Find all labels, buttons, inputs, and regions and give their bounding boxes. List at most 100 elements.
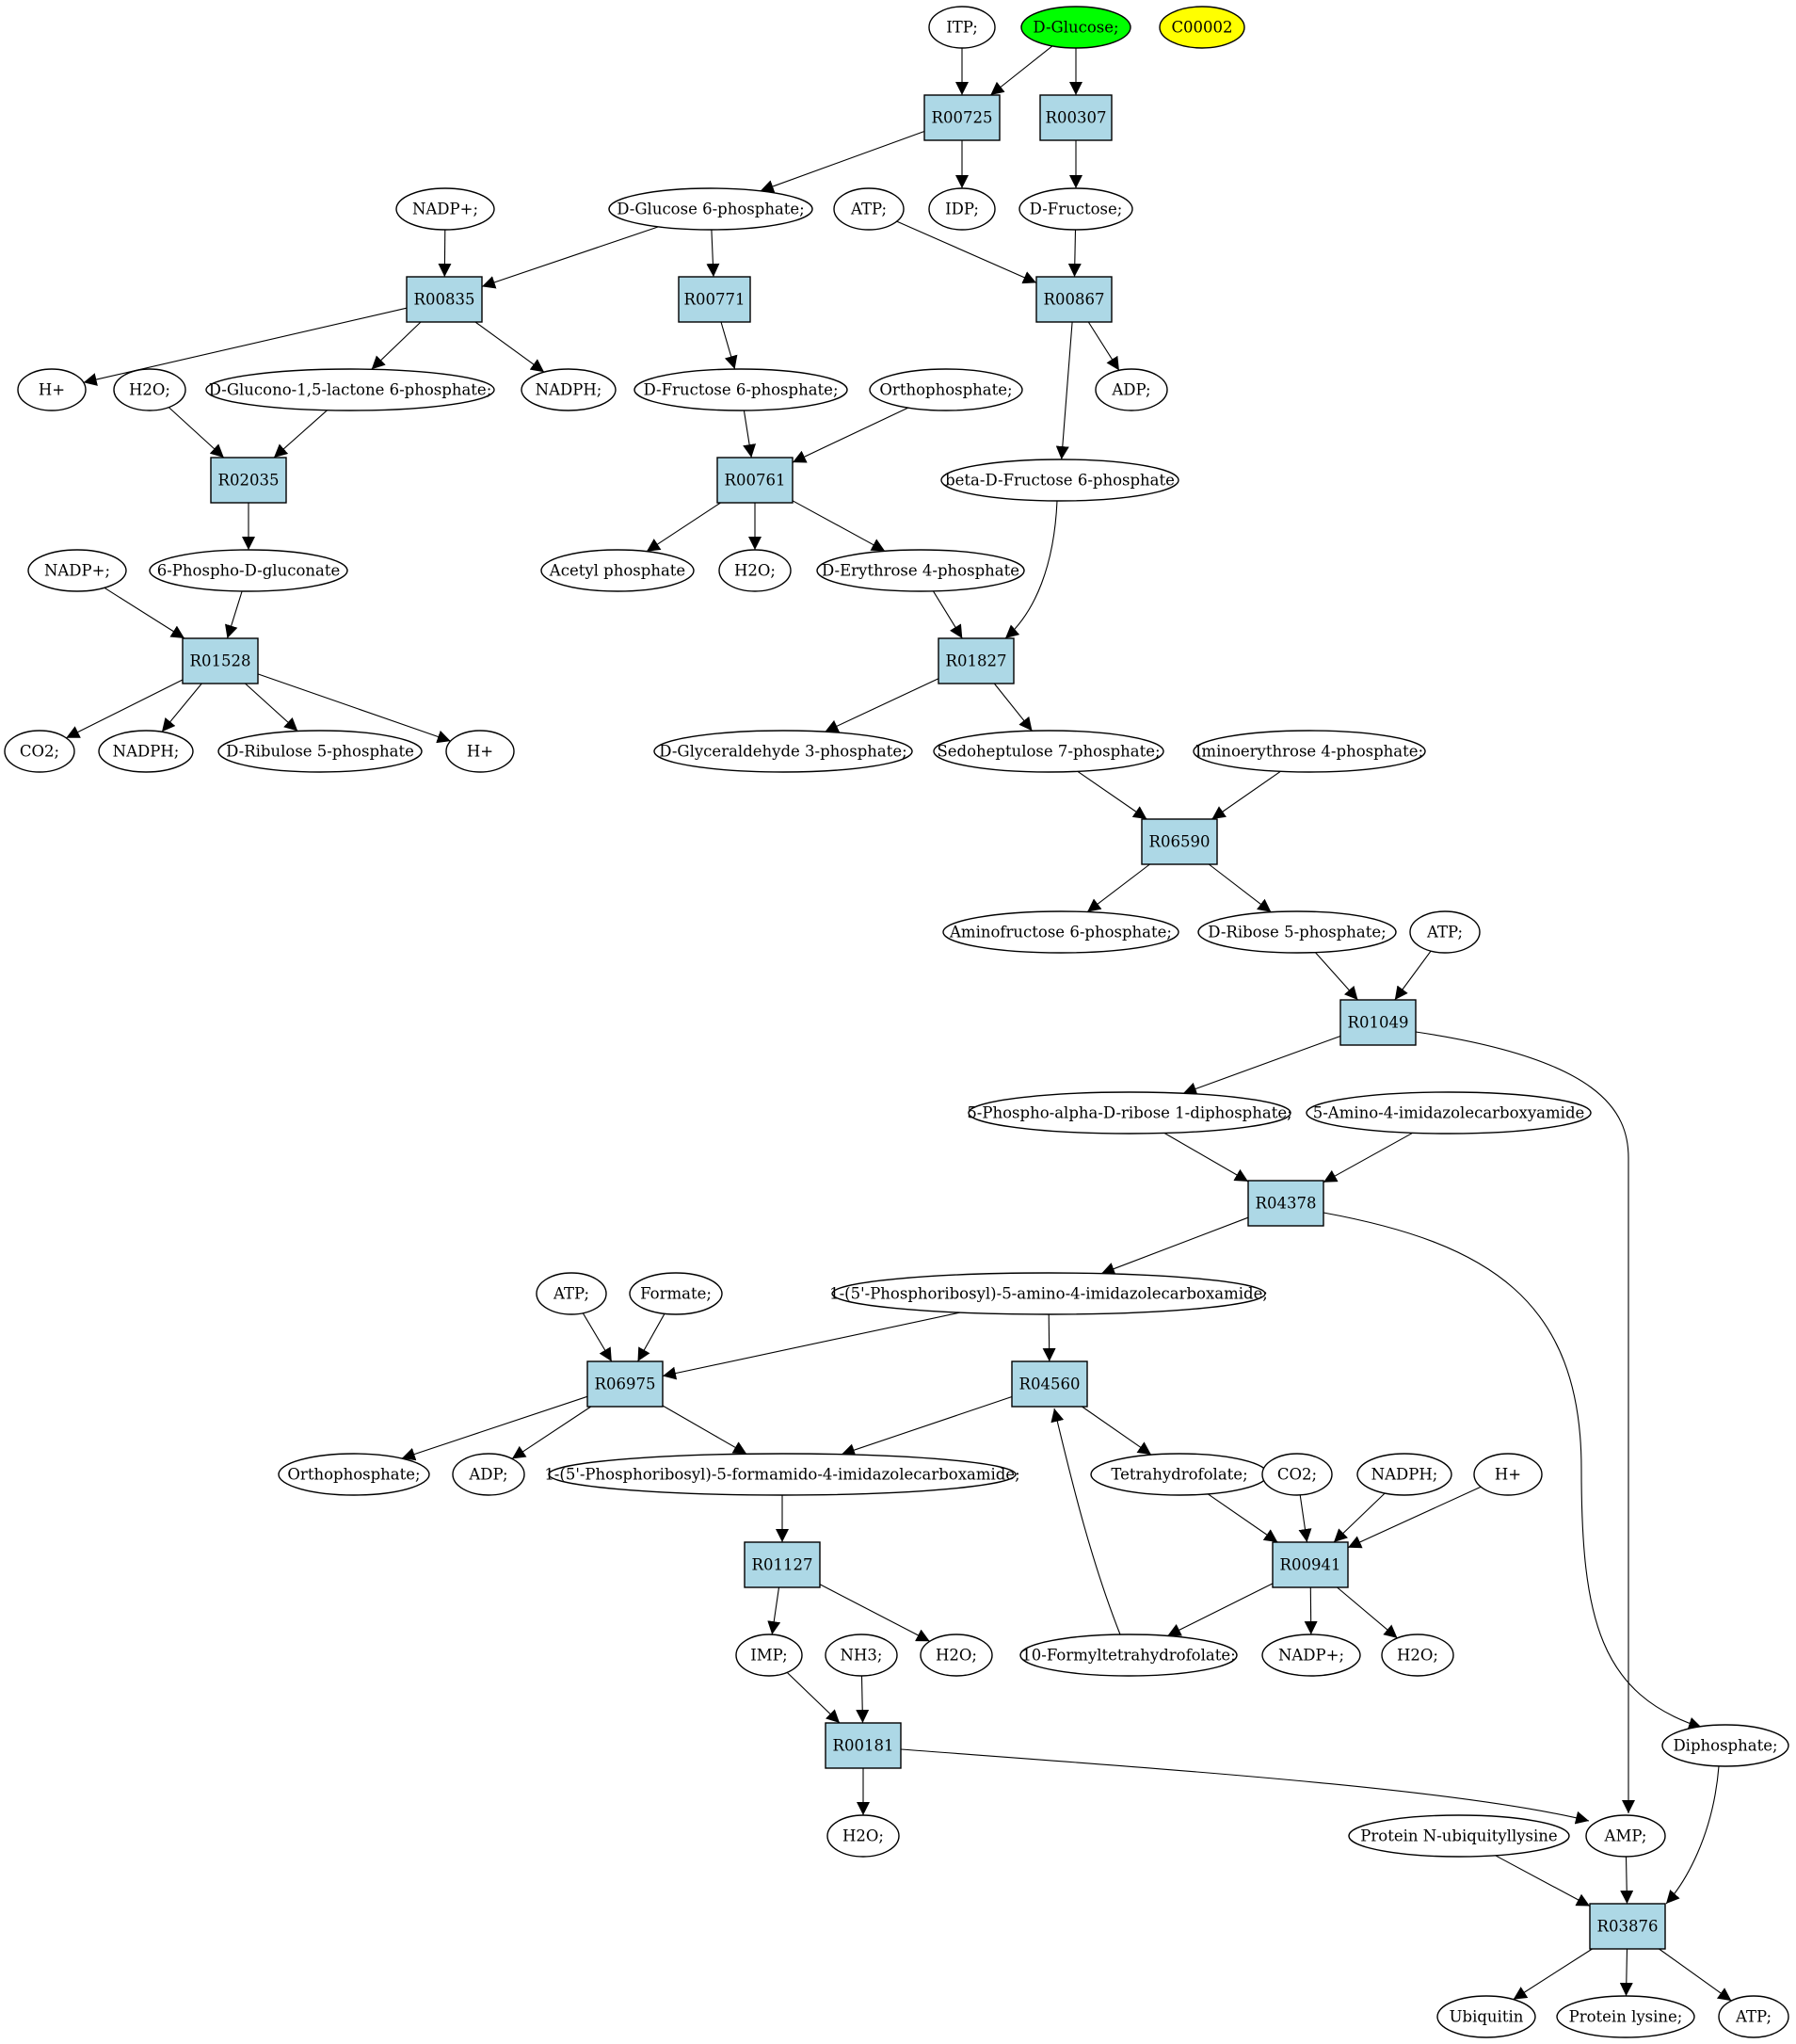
- compound-ellipse: [452, 1453, 525, 1496]
- edge-f6p-to-r00761: [743, 410, 757, 459]
- compound-ellipse: [1018, 187, 1133, 231]
- edge-r00835-to-nadph1: [474, 321, 545, 373]
- edge-r00761-to-e4p: [792, 500, 886, 552]
- node-label: H2O;: [734, 562, 776, 580]
- compound-ellipse: [205, 368, 495, 411]
- reaction-box: [1272, 1541, 1349, 1588]
- edge-dfru-to-r00867: [1067, 229, 1082, 278]
- edge-r06590-to-r5p: [1208, 863, 1272, 913]
- compound-node-nh3: NH3;: [825, 1634, 898, 1677]
- node-label: ATP;: [1735, 2008, 1772, 2026]
- edge-r01049-to-prpp: [1182, 1035, 1341, 1096]
- compound-node-e4p: D-Erythrose 4-phosphate: [816, 549, 1025, 592]
- compound-node-gap: D-Glyceraldehyde 3-phosphate;: [653, 730, 913, 773]
- edge-ie4p-to-r06590: [1211, 770, 1281, 820]
- reaction-box: [1589, 1903, 1666, 1950]
- compound-ellipse: [536, 1272, 607, 1315]
- compound-node-ie4p: Iminoerythrose 4-phosphate;: [1193, 730, 1426, 773]
- compound-ellipse: [1193, 730, 1426, 773]
- edge-r00725-to-g6p: [760, 130, 925, 193]
- node-label: 6-Phospho-D-gluconate: [157, 562, 341, 580]
- edge-atp2-to-r01049: [1394, 950, 1432, 1001]
- edge-prpp-to-r04378: [1163, 1133, 1249, 1183]
- compound-ellipse: [942, 910, 1179, 954]
- node-label: ITP;: [946, 19, 978, 37]
- edge-imp-to-r00181: [786, 1672, 841, 1724]
- node-label: 10-Formyltetrahydrofolate;: [1021, 1647, 1235, 1665]
- node-label: Sedoheptulose 7-phosphate;: [937, 743, 1160, 761]
- compound-node-co22: CO2;: [1261, 1453, 1333, 1496]
- node-label: R00761: [725, 472, 786, 490]
- compound-ellipse: [633, 368, 848, 411]
- compound-ellipse: [653, 730, 913, 773]
- compound-node-prpp: 5-Phospho-alpha-D-ribose 1-diphosphate;: [967, 1091, 1292, 1135]
- compound-node-plys: Protein lysine;: [1556, 1995, 1695, 2038]
- compound-node-amp: AMP;: [1585, 1814, 1666, 1858]
- compound-ellipse: [1306, 1091, 1592, 1135]
- compound-ellipse: [968, 1091, 1291, 1135]
- compound-ellipse: [869, 368, 1023, 411]
- node-label: Protein lysine;: [1569, 2008, 1683, 2026]
- node-label: D-Ribose 5-phosphate;: [1208, 924, 1386, 942]
- reaction-node-r00181: R00181: [825, 1722, 902, 1769]
- edge-r01528-to-ru5p: [245, 683, 298, 732]
- compound-node-nadp2: NADP+;: [27, 549, 127, 592]
- edge-r01049-to-amp: [1415, 1031, 1635, 1813]
- node-label: NADPH;: [113, 743, 180, 761]
- reaction-node-r00307: R00307: [1039, 94, 1113, 141]
- node-label: 1-(5'-Phosphoribosyl)-5-amino-4-imidazol…: [829, 1285, 1268, 1303]
- node-label: H2O;: [842, 1827, 884, 1845]
- node-label: R00941: [1280, 1556, 1341, 1574]
- edge-r01827-to-gap: [825, 678, 939, 732]
- compound-ellipse: [17, 368, 87, 411]
- edge-r00867-to-bf6p: [1055, 321, 1073, 460]
- edge-r04560-to-faicar: [841, 1395, 1013, 1457]
- node-label: Orthophosphate;: [287, 1466, 420, 1484]
- node-label: ADP;: [468, 1466, 507, 1484]
- node-label: R00771: [684, 291, 746, 309]
- compound-node-h2o1: H2O;: [113, 368, 186, 411]
- reaction-box: [716, 457, 794, 504]
- compound-node-atp3: ATP;: [536, 1272, 607, 1315]
- edge-co22-to-r00941: [1298, 1494, 1312, 1543]
- compound-ellipse: [1661, 1724, 1789, 1767]
- node-label: Aminofructose 6-phosphate;: [949, 924, 1172, 942]
- compound-ellipse: [933, 730, 1164, 773]
- node-label: NH3;: [841, 1647, 883, 1665]
- node-label: D-Glucono-1,5-lactone 6-phosphate;: [209, 381, 492, 399]
- compound-ellipse: [1409, 910, 1481, 954]
- compound-ellipse: [1356, 1453, 1452, 1496]
- edge-thf-to-r00941: [1207, 1493, 1278, 1543]
- compound-ellipse: [629, 1272, 723, 1315]
- node-label: R01127: [752, 1556, 813, 1574]
- node-label: NADP+;: [412, 201, 478, 218]
- node-label: Iminoerythrose 4-phosphate;: [1195, 743, 1423, 761]
- edge-atp3-to-r06975: [582, 1312, 613, 1362]
- compound-ellipse: [1197, 910, 1397, 954]
- node-label: R04378: [1256, 1195, 1317, 1213]
- compound-ellipse: [816, 549, 1025, 592]
- edge-hp3-to-r00941: [1347, 1486, 1482, 1549]
- edge-glact-to-r02035: [273, 410, 328, 459]
- compound-ellipse: [1436, 1995, 1536, 2038]
- compound-node-c00002: C00002: [1159, 6, 1245, 49]
- node-label: D-Glyceraldehyde 3-phosphate;: [659, 743, 906, 761]
- compound-node-pgluc: 6-Phospho-D-gluconate: [149, 549, 348, 592]
- edge-r00941-to-fthf: [1167, 1583, 1274, 1636]
- compound-node-glact: D-Glucono-1,5-lactone 6-phosphate;: [205, 368, 495, 411]
- edge-aica-to-r04378: [1323, 1132, 1413, 1183]
- compound-node-ru5p: D-Ribulose 5-phosphate: [217, 730, 423, 773]
- node-label: beta-D-Fructose 6-phosphate: [945, 472, 1175, 490]
- compound-node-hp3: H+: [1473, 1453, 1543, 1496]
- compound-ellipse: [1473, 1453, 1543, 1496]
- compound-node-faicar: 1-(5'-Phosphoribosyl)-5-formamido-4-imid…: [544, 1453, 1020, 1496]
- compound-node-ortho1: Orthophosphate;: [869, 368, 1023, 411]
- compound-ellipse: [548, 1453, 1017, 1496]
- edge-ortho1-to-r00761: [792, 407, 908, 463]
- edge-nadp2-to-r01528: [104, 587, 185, 639]
- node-label: R01827: [946, 652, 1007, 670]
- compound-node-af6p: Aminofructose 6-phosphate;: [942, 910, 1179, 954]
- compound-ellipse: [98, 730, 194, 773]
- reaction-box: [825, 1722, 902, 1769]
- compound-ellipse: [825, 1634, 898, 1677]
